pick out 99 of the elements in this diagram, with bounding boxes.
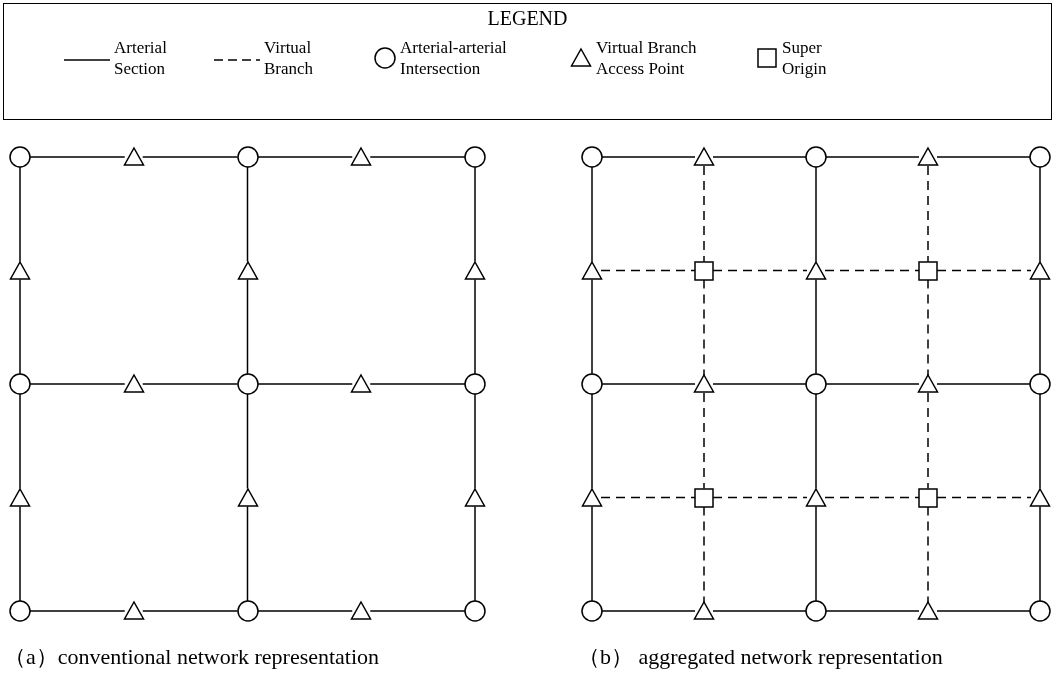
legend-text: Arterial-arterial Intersection [400, 37, 508, 79]
access-point-triangle [236, 486, 259, 509]
access-point-triangle [917, 146, 939, 168]
virtual-branch-line [927, 505, 929, 603]
access-point-triangle [9, 486, 31, 509]
intersection-circle [1029, 146, 1051, 168]
access-point-triangle [9, 259, 31, 282]
arterial-section-line [19, 166, 21, 263]
arterial-section-line [936, 610, 1031, 612]
arterial-section-line [591, 166, 593, 263]
virtual-branch-line [703, 165, 705, 263]
access-point-triangle [350, 600, 373, 622]
super-origin-square [917, 486, 939, 509]
legend-text: Virtual Branch [264, 37, 315, 79]
access-point-triangle [693, 146, 715, 168]
arterial-section-line [1039, 393, 1041, 490]
arterial-section-line [19, 393, 21, 490]
access-point-triangle [917, 373, 939, 395]
arterial-section-line [474, 278, 476, 375]
arterial-section-line [815, 505, 817, 602]
access-point-triangle [1029, 486, 1051, 509]
access-point-triangle [122, 146, 145, 168]
arterial-section-line [712, 610, 807, 612]
arterial-section-line [591, 278, 593, 375]
access-point-triangle [122, 373, 145, 395]
virtual-branch-line [824, 269, 920, 272]
subfigure-caption: （b） aggregated network representation [578, 643, 943, 671]
arterial-section-line [246, 278, 249, 375]
access-point-triangle [350, 146, 373, 168]
virtual-branch-line [703, 505, 705, 603]
arterial-section-line [246, 393, 249, 490]
virtual-branch-line [600, 269, 696, 272]
intersection-circle [9, 373, 31, 395]
arterial-section-line [474, 166, 476, 263]
arterial-section-line [369, 610, 466, 612]
intersection-circle [9, 146, 31, 168]
intersection-circle [581, 373, 603, 395]
arterial-section-line [246, 505, 249, 602]
intersection-circle [464, 600, 486, 622]
arterial-section-line [1039, 505, 1041, 602]
arterial-section-line [815, 393, 817, 490]
intersection-circle [464, 373, 486, 395]
access-point-triangle [917, 600, 939, 622]
subfigure-caption: （a）conventional network representation [4, 643, 380, 671]
intersection-circle [805, 146, 827, 168]
legend-title: LEGEND [486, 8, 569, 28]
intersection-circle [581, 600, 603, 622]
super-origin-square [917, 259, 939, 282]
arterial-section-line [369, 156, 466, 158]
arterial-section-line [591, 505, 593, 602]
arterial-section-line [474, 393, 476, 490]
arterial-section-line [815, 278, 817, 375]
arterial-section-line [1039, 278, 1041, 375]
intersection-circle [236, 373, 259, 395]
access-point-triangle [350, 373, 373, 395]
virtual-branch-line [703, 392, 705, 490]
arterial-section-line [936, 156, 1031, 158]
arterial-section-line [712, 156, 807, 158]
arterial-section-line [1039, 166, 1041, 263]
arterial-section-line [712, 383, 807, 385]
access-point-triangle [464, 486, 486, 509]
access-point-triangle [1029, 259, 1051, 282]
arterial-section-line [19, 278, 21, 375]
arterial-section-line [19, 505, 21, 602]
arterial-section-line [369, 383, 466, 385]
super-origin-square [693, 259, 715, 282]
access-point-triangle [805, 486, 827, 509]
access-point-triangle [805, 259, 827, 282]
virtual-branch-line [600, 496, 696, 499]
legend-text: Arterial Section [114, 37, 168, 79]
access-point-triangle [693, 373, 715, 395]
access-point-triangle [693, 600, 715, 622]
access-point-triangle [236, 259, 259, 282]
intersection-circle [1029, 373, 1051, 395]
virtual-branch-line [927, 165, 929, 263]
virtual-branch-line [927, 392, 929, 490]
arterial-section-line [246, 166, 249, 263]
intersection-circle [581, 146, 603, 168]
legend-text: Virtual Branch Access Point [596, 37, 698, 79]
super-origin-square [693, 486, 715, 509]
intersection-circle [1029, 600, 1051, 622]
arterial-section-line [591, 393, 593, 490]
access-point-triangle [581, 259, 603, 282]
legend-text: Super Origin [782, 37, 828, 79]
virtual-branch-line [824, 496, 920, 499]
access-point-triangle [464, 259, 486, 282]
arterial-section-line [474, 505, 476, 602]
arterial-section-line [815, 166, 817, 263]
virtual-branch-line [703, 278, 705, 376]
intersection-circle [805, 600, 827, 622]
access-point-triangle [122, 600, 145, 622]
arterial-section-line [936, 383, 1031, 385]
access-point-triangle [581, 486, 603, 509]
intersection-circle [236, 146, 259, 168]
intersection-circle [9, 600, 31, 622]
intersection-circle [464, 146, 486, 168]
intersection-circle [236, 600, 259, 622]
virtual-branch-line [927, 278, 929, 376]
intersection-circle [805, 373, 827, 395]
